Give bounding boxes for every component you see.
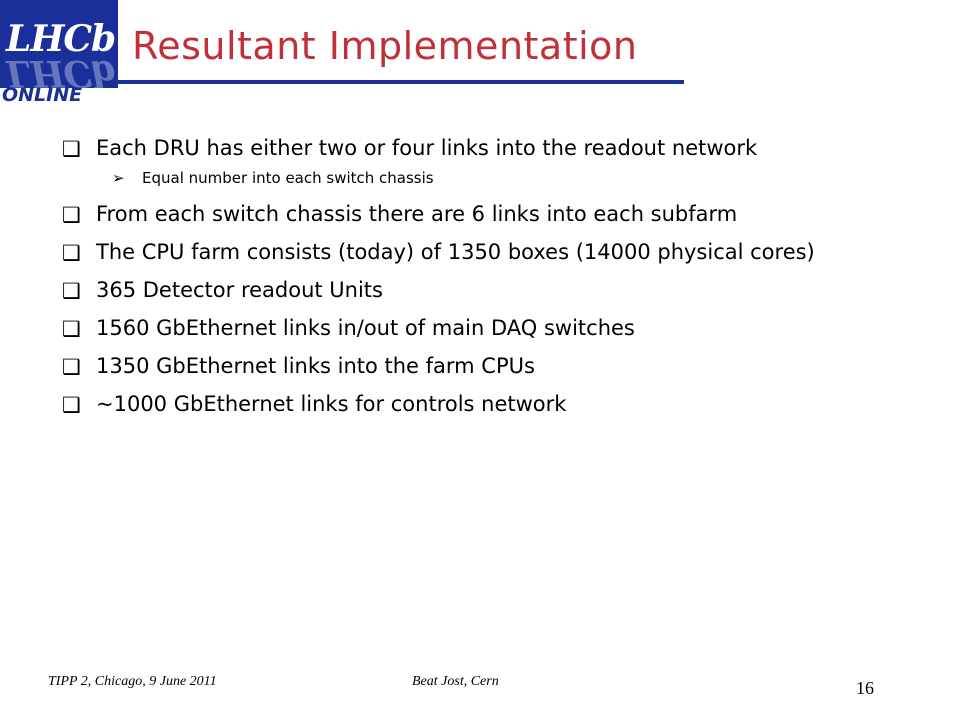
bullet-item: ❑ 1350 GbEthernet links into the farm CPU…	[62, 352, 902, 380]
bullet-item: ❑ 365 Detector readout Units	[62, 276, 902, 304]
bullet-box-icon: ❑	[62, 279, 81, 303]
bullet-list: ❑ Each DRU has either two or four links i…	[62, 134, 902, 428]
footer-author: Beat Jost, Cern	[412, 674, 499, 689]
bullet-text: From each switch chassis there are 6 lin…	[96, 202, 738, 226]
sub-bullet-item: ➢ Equal number into each switch chassis	[62, 168, 902, 188]
bullet-item: ❑ ~1000 GbEthernet links for controls net…	[62, 390, 902, 418]
logo-badge: LHCb LHCb	[0, 0, 118, 88]
bullet-item: ❑ 1560 GbEthernet links in/out of main DA…	[62, 314, 902, 342]
lhcb-online-logo: LHCb LHCb ONLINE	[0, 0, 118, 108]
bullet-text: 365 Detector readout Units	[96, 278, 383, 302]
bullet-text: 1560 GbEthernet links in/out of main DAQ…	[96, 316, 635, 340]
bullet-text: Each DRU has either two or four links in…	[96, 136, 758, 160]
bullet-text: ~1000 GbEthernet links for controls netw…	[96, 392, 567, 416]
slide-title: Resultant Implementation	[132, 24, 638, 68]
bullet-box-icon: ❑	[62, 137, 81, 161]
bullet-box-icon: ❑	[62, 203, 81, 227]
page-number: 16	[856, 678, 874, 698]
bullet-box-icon: ❑	[62, 241, 81, 265]
bullet-box-icon: ❑	[62, 393, 81, 417]
title-underline	[118, 80, 684, 84]
footer-event: TIPP 2, Chicago, 9 June 2011	[48, 674, 217, 689]
sub-bullet-text: Equal number into each switch chassis	[142, 169, 434, 187]
arrow-bullet-icon: ➢	[112, 169, 125, 187]
bullet-box-icon: ❑	[62, 355, 81, 379]
logo-brand-text: LHCb	[6, 18, 116, 60]
bullet-text: The CPU farm consists (today) of 1350 bo…	[96, 240, 815, 264]
logo-subtitle-text: ONLINE	[2, 84, 83, 106]
logo-brand-reflection: LHCb	[6, 52, 116, 88]
bullet-item: ❑ From each switch chassis there are 6 li…	[62, 200, 902, 228]
bullet-item: ❑ The CPU farm consists (today) of 1350 b…	[62, 238, 902, 266]
bullet-text: 1350 GbEthernet links into the farm CPUs	[96, 354, 535, 378]
bullet-item: ❑ Each DRU has either two or four links i…	[62, 134, 902, 162]
bullet-box-icon: ❑	[62, 317, 81, 341]
